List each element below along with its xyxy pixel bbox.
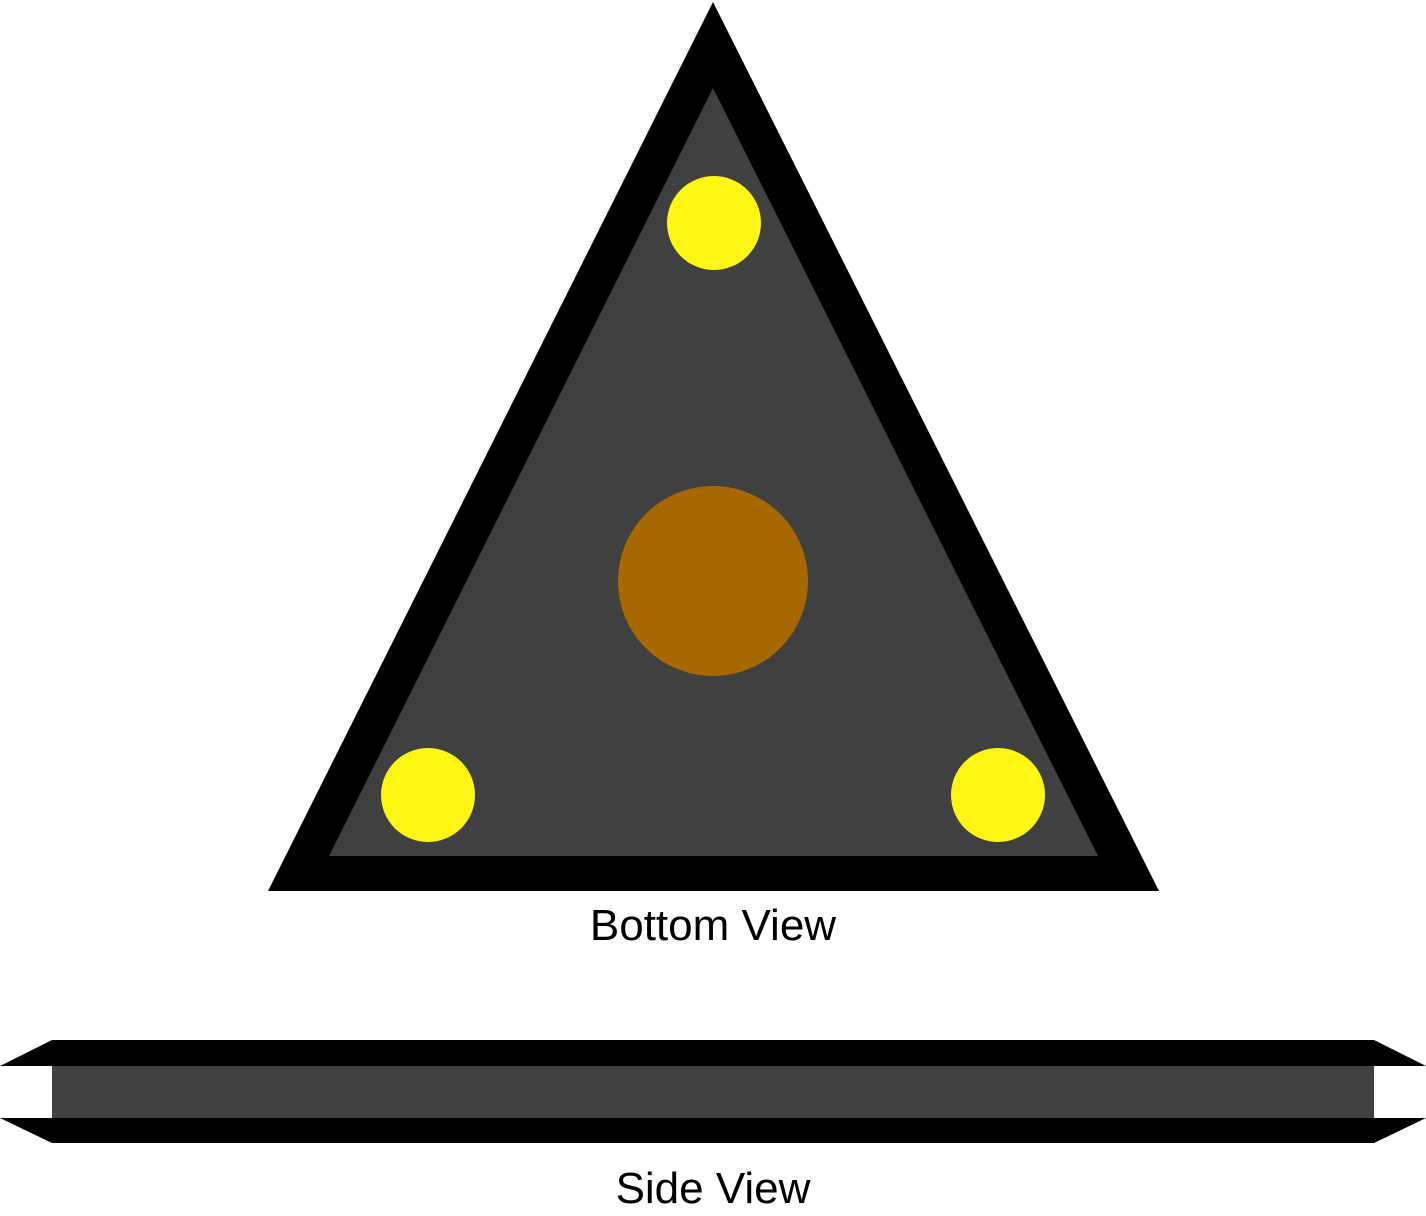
side-view-label: Side View	[616, 1164, 811, 1213]
triangle-body	[329, 88, 1098, 856]
right-pad	[951, 748, 1045, 842]
left-pad	[381, 748, 475, 842]
top-pad	[667, 176, 761, 270]
bottom-view-label: Bottom View	[590, 901, 836, 950]
side-bottom-plate	[0, 1118, 1426, 1143]
side-top-plate	[0, 1040, 1426, 1066]
side-view	[0, 1040, 1426, 1143]
center-pad	[618, 486, 808, 676]
side-body	[52, 1066, 1374, 1118]
bottom-view	[268, 2, 1159, 891]
